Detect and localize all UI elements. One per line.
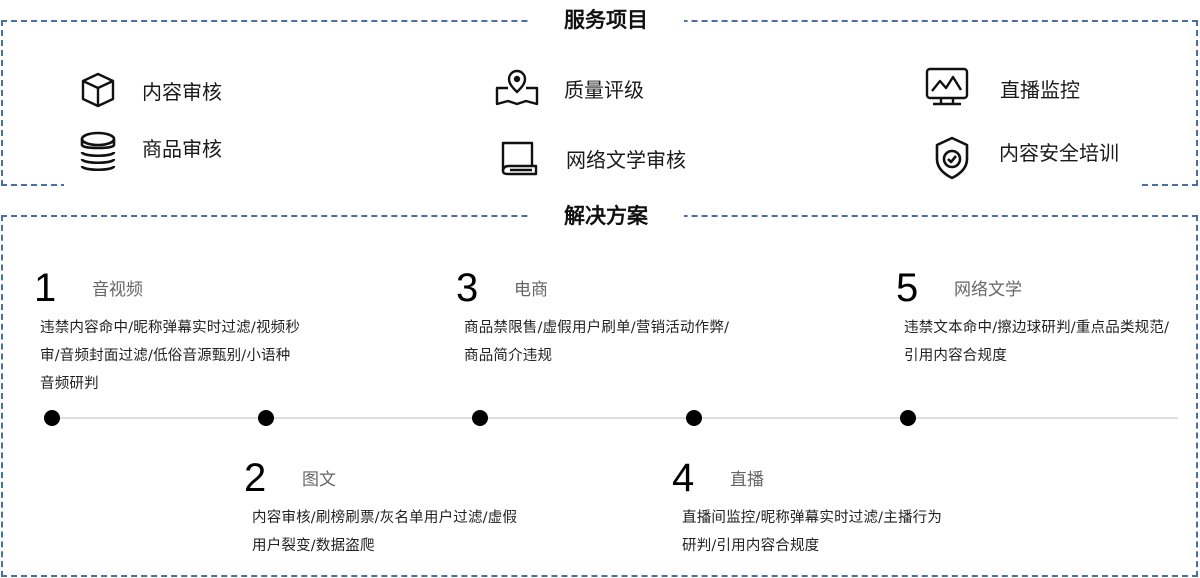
solution-number: 1	[34, 266, 57, 310]
solutions-title: 解决方案	[528, 202, 684, 230]
service-label: 内容安全培训	[999, 140, 1119, 165]
service-item-content-review: 内容审核	[78, 70, 222, 110]
solution-name: 音视频	[92, 280, 143, 300]
map-pin-icon	[494, 68, 540, 108]
solution-image-text: 2 图文 内容审核/刷榜刷票/灰名单用户过滤/虚假用户裂变/数据盗爬	[244, 458, 524, 560]
book-icon	[498, 138, 538, 178]
solution-name: 直播	[730, 470, 764, 490]
solution-audio-video: 1 音视频 违禁内容命中/昵称弹幕实时过滤/视频秒审/音频封面过滤/低俗音源甄别…	[34, 268, 302, 398]
solution-name: 网络文学	[954, 280, 1022, 300]
service-item-safety-training: 内容安全培训	[932, 136, 1119, 180]
services-border-gap	[64, 180, 1138, 190]
timeline-dot-2	[258, 410, 274, 426]
solution-live-streaming: 4 直播 直播间监控/昵称弹幕实时过滤/主播行为研判/引用内容合规度	[672, 458, 954, 560]
solution-name: 图文	[302, 470, 336, 490]
services-title: 服务项目	[528, 6, 684, 34]
solution-number: 3	[456, 266, 479, 310]
solution-description: 商品禁限售/虚假用户刷单/营销活动作弊/商品简介违规	[464, 320, 730, 364]
timeline-dot-5	[900, 410, 916, 426]
cube-icon	[78, 70, 118, 110]
solution-ecommerce: 3 电商 商品禁限售/虚假用户刷单/营销活动作弊/商品简介违规	[456, 268, 736, 370]
service-label: 商品审核	[142, 136, 222, 161]
timeline-dot-3	[472, 410, 488, 426]
solution-number: 2	[244, 456, 267, 500]
timeline-line	[52, 417, 1178, 419]
monitor-chart-icon	[924, 67, 970, 108]
solution-description: 直播间监控/昵称弹幕实时过滤/主播行为研判/引用内容合规度	[682, 510, 943, 554]
solution-description: 违禁文本命中/擦边球研判/重点品类规范/引用内容合规度	[904, 320, 1170, 364]
service-item-web-literature-review: 网络文学审核	[498, 138, 686, 178]
shield-check-icon	[932, 136, 972, 180]
solution-name: 电商	[514, 280, 548, 300]
service-label: 网络文学审核	[566, 147, 686, 172]
solution-description: 违禁内容命中/昵称弹幕实时过滤/视频秒审/音频封面过滤/低俗音源甄别/小语种音频…	[40, 320, 301, 392]
service-label: 质量评级	[564, 77, 644, 102]
timeline-dot-4	[686, 410, 702, 426]
service-label: 直播监控	[1000, 77, 1080, 102]
solution-description: 内容审核/刷榜刷票/灰名单用户过滤/虚假用户裂变/数据盗爬	[252, 510, 518, 554]
service-label: 内容审核	[142, 79, 222, 104]
database-stack-icon	[78, 131, 118, 172]
service-item-live-monitoring: 直播监控	[924, 67, 1080, 108]
solution-web-literature: 5 网络文学 违禁文本命中/擦边球研判/重点品类规范/引用内容合规度	[896, 268, 1176, 370]
service-item-quality-rating: 质量评级	[494, 68, 644, 108]
solution-number: 4	[672, 456, 695, 500]
service-item-product-review: 商品审核	[78, 131, 222, 172]
solution-number: 5	[896, 266, 919, 310]
timeline-dot-1	[44, 410, 60, 426]
